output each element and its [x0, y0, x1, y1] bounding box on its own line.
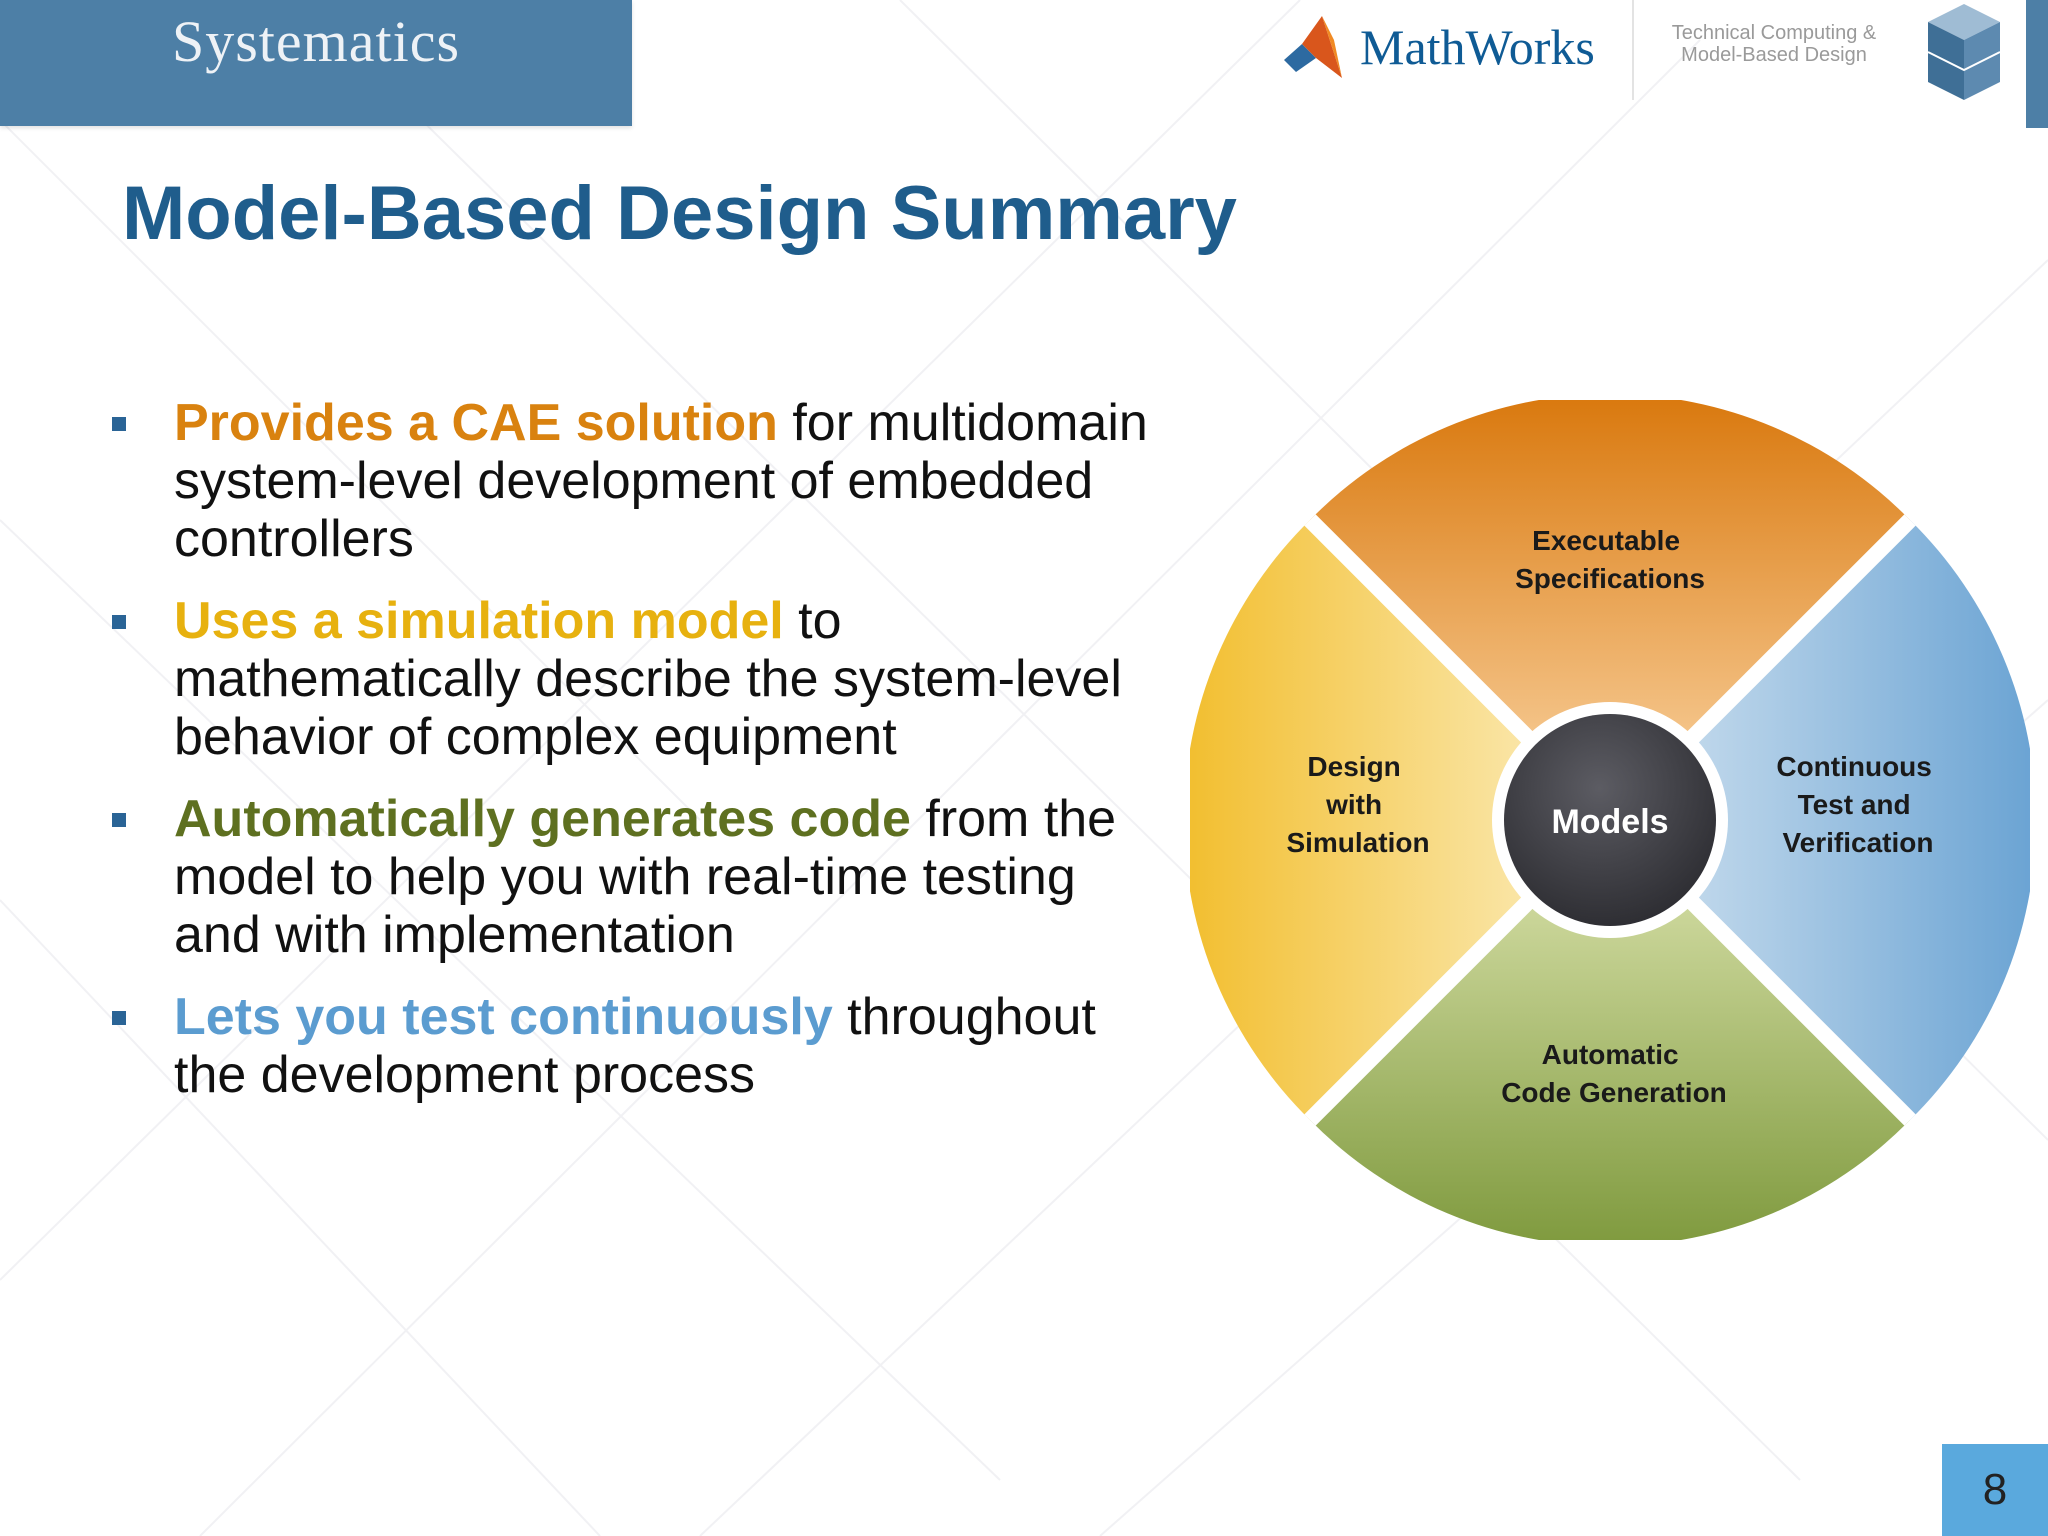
segment-label-bottom: Automatic Code Generation: [1501, 1039, 1727, 1108]
bullet-rest: for multidomain system-level development…: [174, 394, 1148, 568]
tagline-line: Technical Computing &: [1671, 22, 1877, 44]
bullet-text: Provides a CAE solution for multidomain …: [174, 394, 1152, 568]
bullet-rest: to mathematically describe the system-le…: [174, 592, 1122, 766]
bullet-highlight: Lets you test continuously: [174, 988, 833, 1046]
segment-continuous-test: [1610, 520, 2030, 1120]
bullet-text: Automatically generates code from the mo…: [174, 790, 1152, 964]
model-based-design-wheel: Models Executable Specifications Design …: [1190, 400, 2030, 1240]
brand-bar: Systematics: [0, 0, 632, 126]
cube-logo-icon: [1927, 4, 2001, 100]
bullet-marker: [112, 417, 126, 431]
brand-name: Systematics: [171, 9, 461, 74]
center-hub: [1504, 714, 1716, 926]
partner-name: MathWorks: [1360, 19, 1595, 75]
slide-title: Model-Based Design Summary: [122, 171, 1237, 256]
segment-executable-specifications: [1310, 400, 1910, 820]
segment-automatic-code-generation: [1310, 820, 1910, 1240]
bullet-text: Lets you test continuously throughout th…: [174, 988, 1152, 1104]
segment-label-left: Design with Simulation: [1286, 751, 1429, 858]
bullet-marker: [112, 813, 126, 827]
bullet-item: Provides a CAE solution for multidomain …: [112, 394, 1152, 568]
bullet-highlight: Uses a simulation model: [174, 592, 784, 650]
bullet-highlight: Automatically generates code: [174, 790, 911, 848]
page-number: 8: [1942, 1444, 2048, 1536]
bullet-item: Uses a simulation model to mathematicall…: [112, 592, 1152, 766]
bullet-item: Automatically generates code from the mo…: [112, 790, 1152, 964]
bullet-marker: [112, 1011, 126, 1025]
bullet-rest: throughout the development process: [174, 988, 1096, 1104]
segment-label-top: Executable Specifications: [1515, 525, 1705, 594]
bullet-marker: [112, 615, 126, 629]
mathworks-logo-icon: [1284, 16, 1342, 78]
bullet-text: Uses a simulation model to mathematicall…: [174, 592, 1152, 766]
bullet-rest: from the model to help you with real-tim…: [174, 790, 1117, 964]
header-divider: [1632, 0, 1634, 100]
bullet-list: Provides a CAE solution for multidomain …: [112, 394, 1152, 1128]
bullet-highlight: Provides a CAE solution: [174, 394, 778, 452]
tagline-line: Model-Based Design: [1681, 44, 1867, 66]
header-edge-strip: [2026, 0, 2048, 128]
partner-tagline: Technical Computing & Model-Based Design: [1648, 22, 1900, 66]
bullet-item: Lets you test continuously throughout th…: [112, 988, 1152, 1104]
segment-label-right: Continuous Test and Verification: [1776, 751, 1939, 858]
segment-design-with-simulation: [1190, 520, 1610, 1120]
center-label: Models: [1551, 803, 1668, 841]
